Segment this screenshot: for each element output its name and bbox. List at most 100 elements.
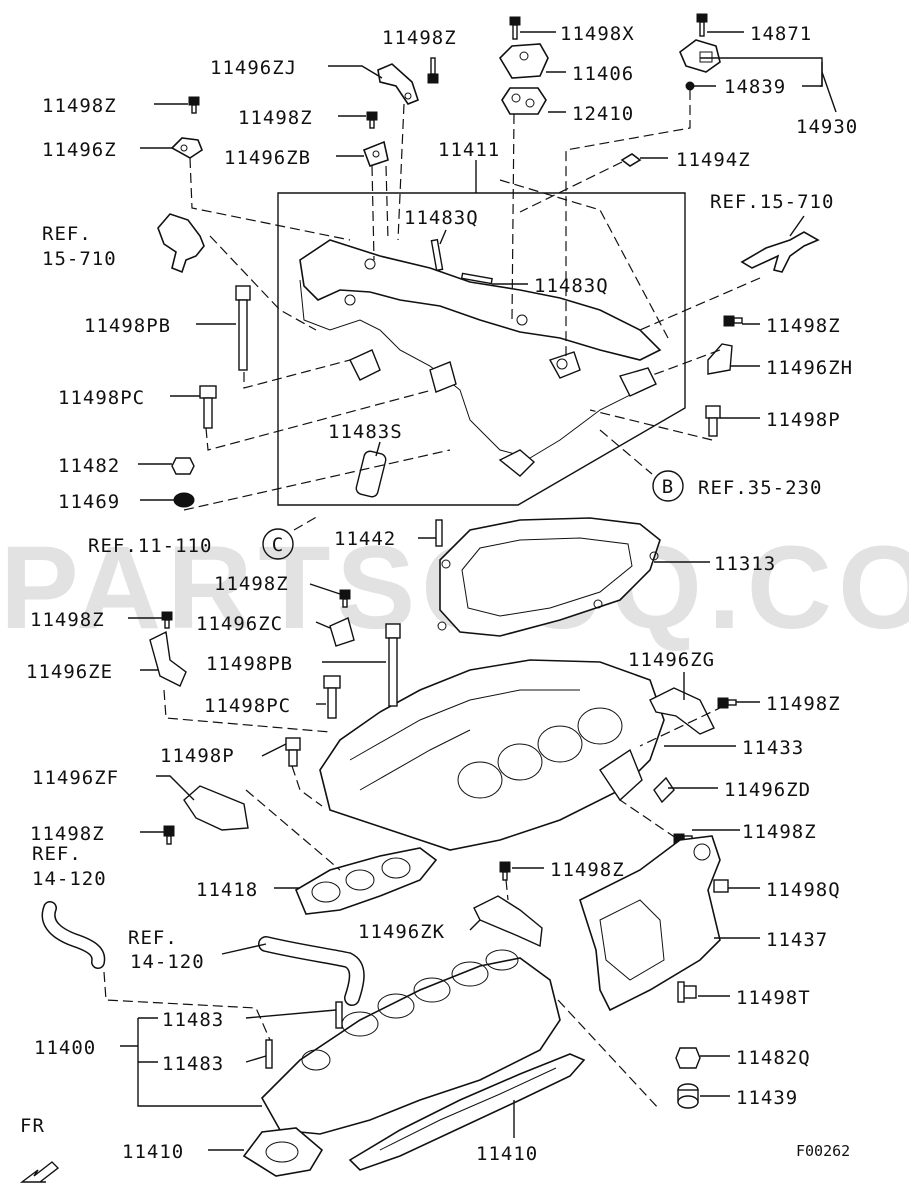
- callout-c: C: [262, 528, 294, 560]
- part-bolt-11498Z-a: [188, 96, 200, 114]
- direction-label: FR: [20, 1115, 45, 1137]
- part-gasket-11410-a: [242, 1127, 324, 1177]
- part-manifold-11411: [299, 239, 662, 477]
- callout-b: B: [652, 470, 684, 502]
- part-bolt-14871: [696, 13, 708, 37]
- part-bracket-11496ZH: [707, 343, 733, 375]
- label-11498PB-b: 11498PB: [206, 653, 293, 675]
- label-11433: 11433: [742, 737, 804, 759]
- part-bolt-11498Q: [713, 879, 729, 893]
- part-bolt-11498PC-a: [199, 385, 217, 429]
- part-bracket-11496Z: [170, 137, 203, 159]
- label-11498P-a: 11498P: [766, 409, 841, 431]
- part-lower-manifold-11400: [261, 949, 561, 1135]
- label-11406: 11406: [572, 63, 634, 85]
- part-pin-11483Q-b: [460, 272, 493, 285]
- label-11482: 11482: [58, 455, 120, 477]
- label-11437: 11437: [766, 929, 828, 951]
- direction-arrow: [19, 1161, 60, 1183]
- part-bracket-11496ZC: [329, 617, 355, 647]
- figure-code: F00262: [796, 1142, 850, 1160]
- part-pin-11483-a: [335, 1001, 343, 1029]
- label-11498X: 11498X: [560, 23, 635, 45]
- part-gasket-12410: [501, 87, 547, 115]
- label-11498Z-h: 11498Z: [742, 821, 817, 843]
- label-14930: 14930: [796, 116, 858, 138]
- part-bracket-11496ZD: [653, 776, 675, 804]
- label-11496ZC: 11496ZC: [196, 613, 283, 635]
- part-bracket-11496ZK: [473, 895, 543, 948]
- label-11496Z: 11496Z: [42, 139, 117, 161]
- part-nut-11482: [171, 457, 195, 475]
- part-bolt-11498Z-top: [427, 57, 439, 84]
- label-11498Z-i: 11498Z: [550, 859, 625, 881]
- part-bolt-11498Z-g: [163, 825, 175, 845]
- callout-b-text: B: [662, 476, 674, 498]
- label-11418: 11418: [196, 879, 258, 901]
- label-11498PC-a: 11498PC: [58, 387, 145, 409]
- label-11496ZG: 11496ZG: [628, 649, 715, 671]
- part-bolt-11498Z-e: [161, 611, 173, 629]
- label-11498Z-a: 11498Z: [42, 95, 117, 117]
- label-11483S: 11483S: [328, 421, 403, 443]
- part-washer-11469: [173, 492, 195, 508]
- label-11313: 11313: [714, 553, 776, 575]
- label-ref-15-710-b: REF.15-710: [710, 191, 834, 213]
- label-11498Z-f: 11498Z: [766, 693, 841, 715]
- part-sensor-14930: [679, 39, 721, 73]
- label-11498Z-c: 11498Z: [766, 315, 841, 337]
- callout-c-text: C: [272, 534, 284, 556]
- label-11482Q: 11482Q: [736, 1047, 811, 1069]
- label-12410: 12410: [572, 103, 634, 125]
- part-bolt-11498T: [677, 981, 697, 1003]
- part-stud-11442: [435, 519, 443, 547]
- label-11439: 11439: [736, 1087, 798, 1109]
- part-bolt-11498PB-a: [235, 285, 251, 371]
- part-oring-14839: [685, 81, 695, 91]
- part-bolt-11498Z-f: [717, 697, 737, 709]
- label-11496ZB: 11496ZB: [224, 147, 311, 169]
- label-11496ZJ: 11496ZJ: [210, 57, 297, 79]
- label-ref-11-110: REF.11-110: [88, 535, 212, 557]
- label-11494Z: 11494Z: [676, 149, 751, 171]
- part-ref-15-710-left: [157, 213, 205, 274]
- label-11410-a: 11410: [122, 1141, 184, 1163]
- part-ref-15-710-right: [740, 231, 820, 273]
- label-11483Q-b: 11483Q: [534, 275, 609, 297]
- label-11469: 11469: [58, 491, 120, 513]
- label-11483Q-a: 11483Q: [404, 207, 479, 229]
- label-14839: 14839: [724, 76, 786, 98]
- label-ref-35-230: REF.35-230: [698, 477, 822, 499]
- part-bracket-11496ZF: [183, 785, 249, 831]
- label-11498Q: 11498Q: [766, 879, 841, 901]
- label-11442: 11442: [334, 528, 396, 550]
- label-11410-b: 11410: [476, 1143, 538, 1165]
- label-11498Z-d: 11498Z: [214, 573, 289, 595]
- part-manifold-11433: [319, 659, 665, 851]
- part-bolt-11498Z-c: [723, 315, 743, 327]
- part-plug-11494Z: [620, 153, 642, 167]
- part-bolt-11498P-b: [285, 737, 301, 767]
- label-11496ZK: 11496ZK: [358, 921, 445, 943]
- part-bracket-11437: [579, 835, 721, 1012]
- part-gasket-11313: [437, 517, 661, 637]
- part-bolt-11498X: [509, 16, 521, 40]
- assembly-box-outline: [277, 192, 686, 506]
- part-bolt-11498Z-b: [366, 111, 378, 129]
- label-11411: 11411: [438, 139, 500, 161]
- part-bracket-11496ZG: [649, 687, 715, 735]
- part-bolt-11498P-a: [705, 405, 721, 437]
- part-bracket-11496ZB: [362, 140, 389, 168]
- label-11400: 11400: [34, 1037, 96, 1059]
- label-11498Z-top: 11498Z: [382, 27, 457, 49]
- label-ref-14-120-b-2: 14-120: [130, 951, 205, 973]
- part-bolt-11498Z-d: [339, 589, 351, 608]
- part-bolt-11498Z-i: [499, 861, 511, 881]
- label-11496ZH: 11496ZH: [766, 357, 853, 379]
- label-11496ZE: 11496ZE: [26, 661, 113, 683]
- label-ref-15-710-a-2: 15-710: [42, 248, 117, 270]
- part-bolt-11498PB-b: [385, 623, 401, 707]
- label-11498PB-a: 11498PB: [84, 315, 171, 337]
- label-ref-14-120-a-2: 14-120: [32, 868, 107, 890]
